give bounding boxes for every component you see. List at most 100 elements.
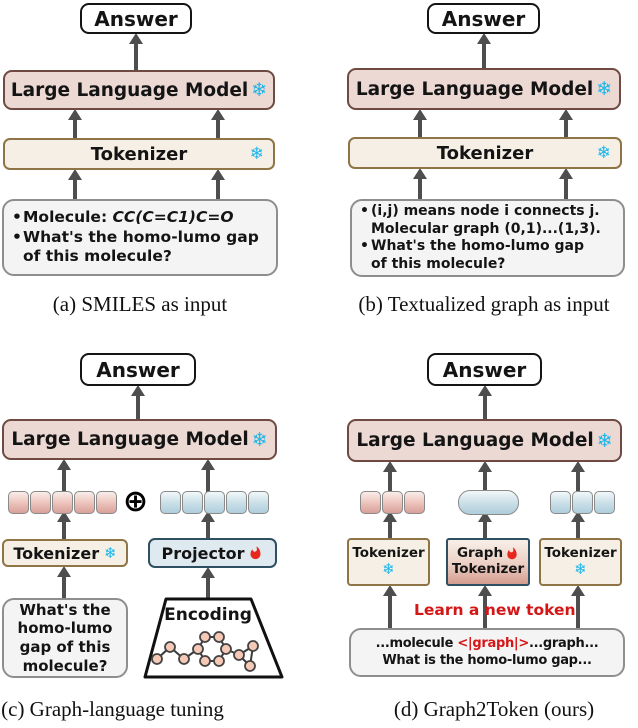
- text-token: [382, 491, 403, 514]
- fire-icon: [250, 545, 261, 559]
- text-token: [360, 491, 381, 514]
- graph-tokenizer-label: Tokenizer: [451, 561, 525, 578]
- caption-d: (d) Graph2Token (ours): [393, 697, 595, 721]
- arrow-up-icon: [478, 585, 492, 629]
- bullet-icon: •: [12, 227, 22, 246]
- arrow-up-icon: [478, 385, 492, 420]
- question-text: of this molecule?: [371, 255, 506, 272]
- text-token: [30, 491, 51, 514]
- question-text: What's the homo-lumo gap: [371, 238, 585, 254]
- panel-c-llm-box: Large Language Model ❄: [2, 419, 277, 460]
- arrow-up-icon: [68, 109, 82, 139]
- smiles-string: CC(C=C1)C=O: [112, 208, 234, 227]
- snowflake-icon: ❄: [382, 560, 395, 579]
- graph-embedding-token: [204, 491, 225, 514]
- graph-embedding-token: [226, 491, 247, 514]
- tokenizer-label: Tokenizer: [90, 143, 188, 165]
- projector-label: Projector: [161, 543, 245, 563]
- answer-label: Answer: [94, 6, 178, 31]
- panel-a-llm-box: Large Language Model ❄: [3, 70, 275, 110]
- input-line: •What's the homo-lumo gap: [360, 238, 584, 256]
- panel-b-tokenizer-box: Tokenizer ❄: [348, 137, 622, 169]
- answer-label: Answer: [96, 357, 180, 382]
- text-token: [8, 491, 29, 514]
- text-token: [550, 491, 571, 514]
- llm-label: Large Language Model: [11, 429, 249, 450]
- input-line: of this molecule?: [12, 247, 172, 266]
- tokenizer-label: Tokenizer: [13, 543, 100, 563]
- snowflake-icon: ❄: [596, 143, 611, 163]
- panel-d-tokenizer-right-box: Tokenizer ❄: [539, 538, 622, 586]
- fire-icon: [507, 547, 517, 560]
- input-line: Molecular graph (0,1)...(1,3).: [360, 221, 601, 239]
- input-line: What is the homo-lumo gap...: [382, 652, 592, 669]
- graph-edges-text: Molecular graph (0,1)...(1,3).: [371, 220, 601, 237]
- snowflake-icon: ❄: [574, 560, 587, 579]
- arrow-up-icon: [383, 461, 397, 491]
- arrow-up-icon: [477, 33, 491, 69]
- arrow-up-icon: [201, 567, 215, 598]
- text-token: [52, 491, 73, 514]
- arrow-up-icon: [571, 511, 585, 539]
- arrow-up-icon: [131, 385, 145, 420]
- caption-b: (b) Textualized graph as input: [358, 292, 610, 316]
- panel-d-tokenizer-left-box: Tokenizer ❄: [347, 538, 430, 586]
- panel-b-input-box: •(i,j) means node i connects j. Molecula…: [350, 199, 625, 277]
- snowflake-icon: ❄: [251, 428, 268, 451]
- arrow-up-icon: [413, 168, 427, 200]
- arrow-up-icon: [571, 585, 585, 629]
- question-text: What's the homo-lumo gap: [23, 227, 259, 246]
- panel-c-question-box: What's the homo-lumo gap of this molecul…: [2, 598, 128, 678]
- panel-d-graph-tokenizer-box: Graph Tokenizer: [446, 538, 530, 586]
- panel-c-projector-box: Projector: [148, 538, 277, 568]
- molecule-graph-nodes: [151, 631, 259, 672]
- llm-label: Large Language Model: [10, 79, 249, 101]
- text-token: [594, 491, 615, 514]
- concat-oplus-icon: ⊕: [123, 484, 149, 519]
- learn-new-token-annotation: Learn a new token: [414, 601, 576, 619]
- arrow-up-icon: [383, 585, 397, 629]
- arrow-up-icon: [211, 109, 225, 139]
- input-line: of this molecule?: [360, 256, 505, 274]
- text-token: [572, 491, 593, 514]
- input-line: •(i,j) means node i connects j.: [360, 203, 600, 221]
- molecule-label: Molecule:: [23, 208, 113, 227]
- tokenizer-label: Tokenizer: [352, 544, 425, 561]
- snowflake-icon: ❄: [251, 79, 268, 101]
- arrow-up-icon: [201, 511, 215, 539]
- question-text: homo-lumo: [17, 619, 113, 638]
- tokenizer-label: Tokenizer: [436, 142, 534, 164]
- arrow-up-icon: [57, 459, 71, 492]
- question-text: What is the homo-lumo gap...: [382, 652, 592, 668]
- answer-label: Answer: [442, 357, 527, 382]
- input-line: •What's the homo-lumo gap: [12, 228, 259, 247]
- caption-a: (a) SMILES as input: [52, 292, 228, 316]
- graph-encoder-trapezoid: Encoding: [143, 597, 284, 679]
- graph-embedding-token: [248, 491, 269, 514]
- prompt-text: ...molecule: [375, 636, 458, 652]
- snowflake-icon: ❄: [104, 544, 117, 562]
- arrow-up-icon: [68, 169, 82, 200]
- question-text: molecule?: [22, 656, 108, 675]
- panel-c-tokenizer-box: Tokenizer ❄: [2, 539, 128, 567]
- graph-tokenizer-row: Graph: [457, 546, 519, 562]
- bullet-icon: •: [12, 208, 22, 227]
- arrow-up-icon: [211, 169, 225, 200]
- input-line: ...molecule <|graph|>...graph...: [376, 636, 599, 652]
- arrow-up-icon: [201, 459, 215, 492]
- arrow-up-icon: [413, 109, 427, 138]
- arrow-up-icon: [571, 461, 585, 491]
- llm-label: Large Language Model: [355, 78, 594, 100]
- question-text: What's the: [19, 600, 111, 619]
- panel-d-llm-box: Large Language Model ❄: [347, 419, 622, 462]
- encoding-label: Encoding: [164, 605, 252, 625]
- answer-label: Answer: [441, 6, 526, 31]
- text-token: [96, 491, 117, 514]
- input-line: •Molecule: CC(C=C1)C=O: [12, 208, 234, 227]
- prompt-text: ...graph...: [528, 636, 599, 652]
- question-text: gap of this: [19, 638, 111, 656]
- panel-b-answer-box: Answer: [427, 3, 540, 34]
- text-token: [404, 491, 425, 514]
- question-text: of this molecule?: [23, 247, 172, 266]
- snowflake-icon: ❄: [596, 78, 613, 100]
